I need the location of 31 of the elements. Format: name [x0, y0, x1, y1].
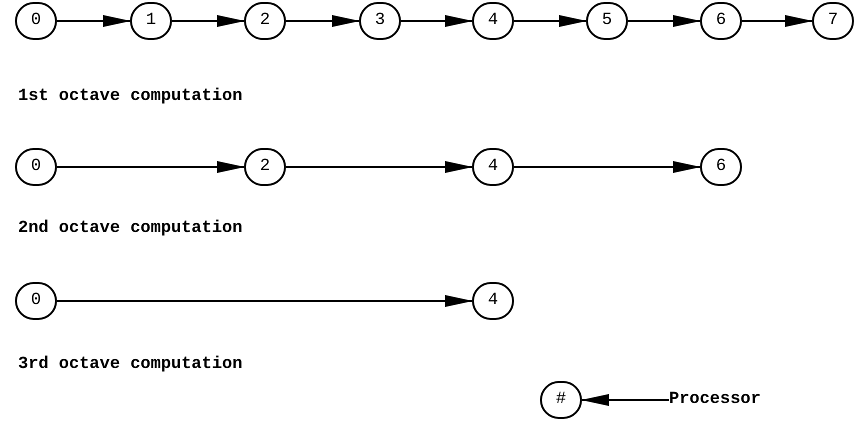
arrow: [57, 295, 473, 307]
processor-node: 0: [15, 2, 57, 40]
arrow: [286, 15, 360, 27]
processor-node: 1: [130, 2, 172, 40]
arrow: [57, 161, 245, 173]
processor-node: 4: [472, 282, 514, 320]
arrow: [514, 15, 587, 27]
arrow: [401, 15, 473, 27]
processor-node: 2: [244, 148, 286, 186]
processor-node: 4: [472, 148, 514, 186]
row-caption: 2nd octave computation: [18, 218, 242, 240]
arrow: [628, 15, 701, 27]
arrow: [286, 161, 473, 173]
processor-node: #: [540, 381, 582, 419]
processor-node: 7: [812, 2, 854, 40]
row-caption: 3rd octave computation: [18, 354, 242, 376]
processor-node: 5: [586, 2, 628, 40]
processor-node: 2: [244, 2, 286, 40]
processor-node: 6: [700, 148, 742, 186]
processor-node: 0: [15, 282, 57, 320]
row-caption: 1st octave computation: [18, 86, 242, 108]
processor-node: 4: [472, 2, 514, 40]
processor-node: 0: [15, 148, 57, 186]
arrow: [57, 15, 131, 27]
arrow: [581, 394, 669, 406]
arrow: [172, 15, 245, 27]
processor-node: 6: [700, 2, 742, 40]
legend-label: Processor: [669, 389, 787, 411]
arrow: [742, 15, 813, 27]
processor-node: 3: [359, 2, 401, 40]
arrow: [514, 161, 701, 173]
